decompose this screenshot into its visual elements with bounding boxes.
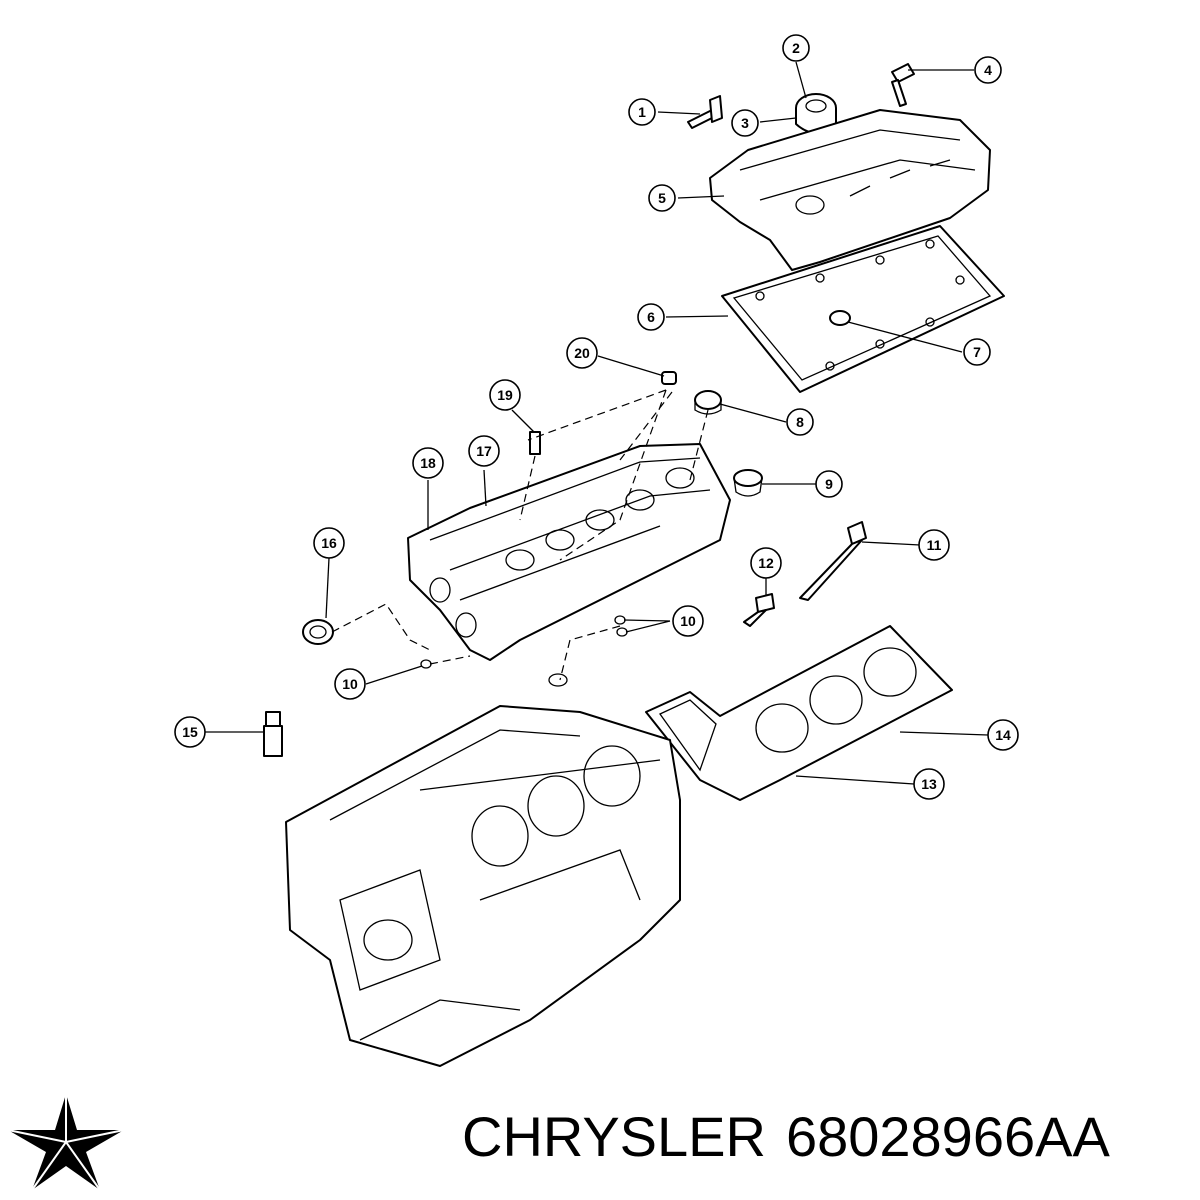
callout-label: 9 xyxy=(825,476,833,492)
callout-1: 1 xyxy=(628,98,656,126)
part-plug-9 xyxy=(733,469,763,497)
callout-label: 18 xyxy=(420,455,436,471)
callout-6: 6 xyxy=(637,303,665,331)
part-bolt-12 xyxy=(743,593,775,627)
callout-16: 16 xyxy=(313,527,345,559)
callout-label: 16 xyxy=(321,535,337,551)
callout-label: 11 xyxy=(927,537,942,553)
callout-label: 3 xyxy=(741,115,749,131)
callout-5: 5 xyxy=(648,184,676,212)
callout-label: 15 xyxy=(182,724,198,740)
callout-19: 19 xyxy=(489,379,521,411)
part-cover-gasket xyxy=(721,225,1005,393)
pentastar-icon xyxy=(7,1094,125,1191)
part-dowel-19 xyxy=(529,431,541,455)
part-stud-15 xyxy=(263,711,283,757)
callout-label: 13 xyxy=(921,776,937,792)
callout-label: 8 xyxy=(796,414,804,430)
callout-label: 17 xyxy=(476,443,492,459)
part-number: 68028966AA xyxy=(785,1105,1110,1168)
callout-17: 17 xyxy=(468,435,500,467)
brand-name: CHRYSLER xyxy=(462,1105,766,1168)
callout-10-left: 10 xyxy=(334,668,366,700)
callout-label: 2 xyxy=(792,40,800,56)
part-cup-plug xyxy=(302,619,334,645)
callout-14: 14 xyxy=(987,719,1019,751)
leader-lines xyxy=(205,61,989,785)
callout-label: 10 xyxy=(342,676,358,692)
part-stud-bolt xyxy=(687,95,723,129)
callout-9: 9 xyxy=(815,470,843,498)
callout-label: 20 xyxy=(574,345,590,361)
callout-label: 5 xyxy=(658,190,666,206)
part-engine-block xyxy=(285,705,681,1067)
callout-label: 19 xyxy=(497,387,513,403)
part-caption: CHRYSLER 68028966AA xyxy=(462,1104,1110,1169)
callout-15: 15 xyxy=(174,716,206,748)
callout-8: 8 xyxy=(786,408,814,436)
part-cylinder-head xyxy=(407,443,731,661)
callout-label: 4 xyxy=(984,62,992,78)
callout-18: 18 xyxy=(412,447,444,479)
callout-label: 12 xyxy=(758,555,774,571)
part-cylinder-head-cover xyxy=(709,109,991,271)
callout-7: 7 xyxy=(963,338,991,366)
callout-13: 13 xyxy=(913,768,945,800)
part-seal-ring xyxy=(829,310,851,326)
callout-12: 12 xyxy=(750,547,782,579)
part-bolt-cover xyxy=(891,63,915,107)
callout-10-right: 10 xyxy=(672,605,704,637)
callout-20: 20 xyxy=(566,337,598,369)
callout-label: 10 xyxy=(680,613,696,629)
callout-label: 7 xyxy=(973,344,981,360)
callout-label: 1 xyxy=(638,104,646,120)
callout-4: 4 xyxy=(974,56,1002,84)
callout-label: 6 xyxy=(647,309,655,325)
part-head-gasket xyxy=(645,625,953,801)
dashed-assembly-lines xyxy=(331,389,709,681)
part-head-bolt xyxy=(799,521,867,601)
callout-label: 14 xyxy=(995,727,1011,743)
callout-3: 3 xyxy=(731,109,759,137)
part-plug-8 xyxy=(694,390,722,415)
part-plug-20 xyxy=(661,371,677,385)
callout-11: 11 xyxy=(918,529,950,561)
callout-2: 2 xyxy=(782,34,810,62)
